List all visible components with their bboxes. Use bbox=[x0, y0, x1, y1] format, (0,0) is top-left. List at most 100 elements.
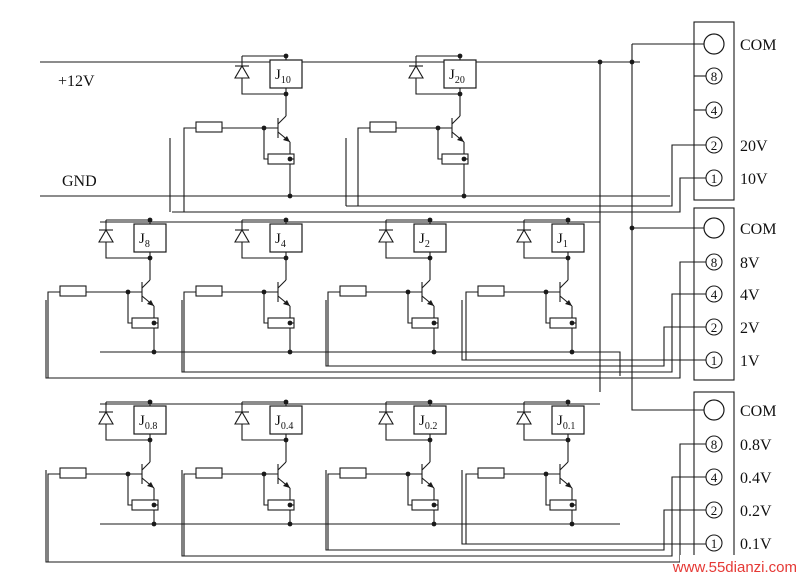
pin-4 bbox=[705, 285, 723, 303]
relay-driver-stage: J8 bbox=[47, 219, 660, 379]
relay-label: J0.8 bbox=[139, 413, 157, 432]
header-label-4v: 4V bbox=[740, 287, 760, 304]
pin-com bbox=[703, 399, 725, 421]
npn-emitter-arrow bbox=[427, 300, 434, 306]
npn-emitter-arrow bbox=[147, 482, 154, 488]
connector-header-tens: 8 4 2 1 COM 20V 10V bbox=[693, 21, 776, 201]
relay-driver-stage: J1 bbox=[465, 219, 660, 361]
relay-driver-stage: J0.1 bbox=[465, 401, 660, 545]
relay-label: J0.1 bbox=[557, 413, 575, 432]
vcc-rail-label: +12V bbox=[58, 73, 95, 90]
base-resistor bbox=[195, 467, 223, 479]
flyback-diode bbox=[378, 228, 394, 243]
npn-emitter-arrow bbox=[147, 300, 154, 306]
pin-2 bbox=[705, 318, 723, 336]
relay-label: J2 bbox=[419, 231, 430, 250]
pin-2 bbox=[705, 501, 723, 519]
base-resistor bbox=[477, 285, 505, 297]
relay-coil bbox=[413, 405, 447, 435]
npn-emitter-arrow bbox=[427, 482, 434, 488]
pin-com bbox=[703, 217, 725, 239]
svg-text:8: 8 bbox=[711, 255, 718, 270]
base-resistor bbox=[59, 467, 87, 479]
header-label-10v: 10V bbox=[740, 171, 768, 188]
relay-label: J4 bbox=[275, 231, 286, 250]
svg-text:2: 2 bbox=[711, 503, 718, 518]
flyback-diode bbox=[516, 410, 532, 425]
header-label-0-4v: 0.4V bbox=[740, 470, 772, 487]
svg-text:4: 4 bbox=[711, 103, 718, 118]
flyback-diode bbox=[98, 410, 114, 425]
header-label-com: COM bbox=[740, 221, 776, 238]
flyback-diode bbox=[234, 64, 250, 79]
gnd-rail-label: GND bbox=[62, 173, 97, 190]
base-resistor bbox=[477, 467, 505, 479]
header-label-0-1v: 0.1V bbox=[740, 536, 772, 553]
svg-text:1: 1 bbox=[711, 353, 718, 368]
flyback-diode bbox=[378, 410, 394, 425]
npn-emitter-arrow bbox=[565, 300, 572, 306]
flyback-diode bbox=[234, 228, 250, 243]
pin-1 bbox=[705, 169, 723, 187]
relay-driver-stage: J0.4 bbox=[183, 401, 660, 557]
pin-8 bbox=[705, 253, 723, 271]
connector-header-units: 8 4 2 1 COM 8V 4V 2V 1V bbox=[693, 207, 776, 381]
npn-emitter-arrow bbox=[283, 300, 290, 306]
header-label-1v: 1V bbox=[740, 353, 760, 370]
base-resistor bbox=[195, 285, 223, 297]
base-resistor bbox=[369, 121, 397, 133]
header-label-2v: 2V bbox=[740, 320, 760, 337]
npn-emitter-arrow bbox=[565, 482, 572, 488]
relay-driver-stage: J2 bbox=[327, 219, 660, 367]
svg-text:4: 4 bbox=[711, 287, 718, 302]
header-label-com: COM bbox=[740, 37, 776, 54]
base-resistor bbox=[195, 121, 223, 133]
base-resistor bbox=[339, 285, 367, 297]
relay-label: J1 bbox=[557, 231, 568, 250]
pin-8 bbox=[705, 435, 723, 453]
flyback-diode bbox=[408, 64, 424, 79]
svg-text:2: 2 bbox=[711, 320, 718, 335]
header-label-20v: 20V bbox=[740, 138, 768, 155]
relay-label: J20 bbox=[449, 67, 465, 86]
svg-text:4: 4 bbox=[711, 470, 718, 485]
relay-label: J0.4 bbox=[275, 413, 293, 432]
pin-com bbox=[703, 33, 725, 55]
svg-text:2: 2 bbox=[711, 138, 718, 153]
relay-driver-stage: J0.8 bbox=[47, 401, 660, 563]
relay-coil bbox=[551, 405, 585, 435]
npn-emitter-arrow bbox=[457, 136, 464, 142]
site-watermark: www.55dianzi.com bbox=[672, 559, 797, 576]
connector-header-tenths: 8 4 2 1 COM 0.8V 0.4V 0.2V 0.1V bbox=[693, 391, 776, 561]
pin-8 bbox=[705, 67, 723, 85]
pin-4 bbox=[705, 101, 723, 119]
relay-driver-stage: J0.2 bbox=[327, 401, 660, 551]
flyback-diode bbox=[98, 228, 114, 243]
base-resistor bbox=[59, 285, 87, 297]
header-label-com: COM bbox=[740, 403, 776, 420]
relay-label: J10 bbox=[275, 67, 291, 86]
svg-text:1: 1 bbox=[711, 171, 718, 186]
npn-emitter-arrow bbox=[283, 136, 290, 142]
pin-4 bbox=[705, 468, 723, 486]
relay-coil bbox=[443, 59, 477, 89]
relay-driver-stage: J4 bbox=[183, 219, 660, 373]
pin-2 bbox=[705, 136, 723, 154]
svg-text:1: 1 bbox=[711, 536, 718, 551]
svg-text:8: 8 bbox=[711, 69, 718, 84]
pin-1 bbox=[705, 351, 723, 369]
relay-label: J0.2 bbox=[419, 413, 437, 432]
relay-driver-stage: J10 bbox=[183, 55, 672, 213]
svg-text:8: 8 bbox=[711, 437, 718, 452]
base-resistor bbox=[339, 467, 367, 479]
relay-coil bbox=[133, 223, 167, 253]
relay-driver-stage: J20 bbox=[357, 55, 672, 207]
pin-1 bbox=[705, 534, 723, 552]
header-label-8v: 8V bbox=[740, 255, 760, 272]
header-label-0-8v: 0.8V bbox=[740, 437, 772, 454]
flyback-diode bbox=[516, 228, 532, 243]
flyback-diode bbox=[234, 410, 250, 425]
header-label-0-2v: 0.2V bbox=[740, 503, 772, 520]
